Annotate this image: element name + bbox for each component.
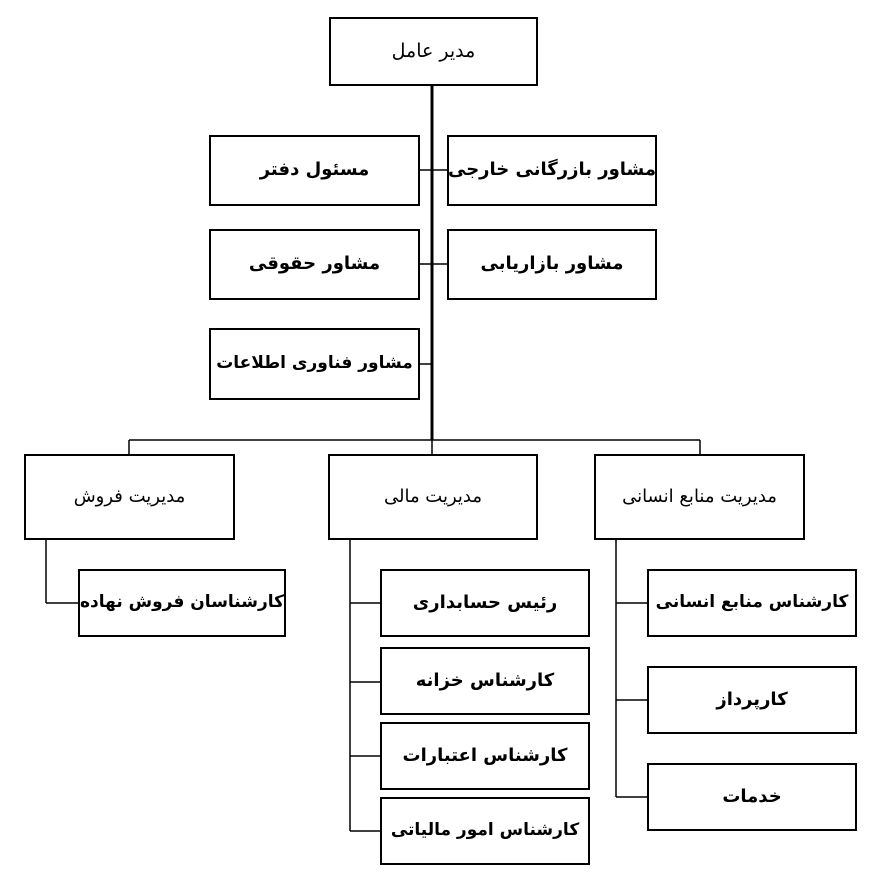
finance-department-box: مدیریت مالی: [328, 454, 538, 540]
it-advisor-box: مشاور فناوری اطلاعات: [209, 328, 420, 400]
office-manager-label: مسئول دفتر: [259, 159, 370, 181]
hr-department-label: مدیریت منابع انسانی: [622, 485, 777, 507]
finance-unit-label: رئیس حسابداری: [412, 591, 558, 613]
foreign-trade-advisor-label: مشاور بازرگانی خارجی: [447, 159, 657, 181]
hr-department-box: مدیریت منابع انسانی: [594, 454, 805, 540]
legal-advisor-box: مشاور حقوقی: [209, 229, 420, 300]
hr-unit-box: خدمات: [647, 763, 857, 831]
hr-unit-box: کارپرداز: [647, 666, 857, 734]
hr-unit-label: خدمات: [722, 785, 782, 807]
marketing-advisor-label: مشاور بازاریابی: [480, 253, 624, 275]
legal-advisor-label: مشاور حقوقی: [248, 253, 381, 275]
office-manager-box: مسئول دفتر: [209, 135, 420, 206]
sales-department-label: مدیریت فروش: [73, 485, 186, 507]
ceo-box: مدیر عامل: [329, 17, 538, 86]
hr-unit-label: کارپرداز: [716, 688, 788, 710]
foreign-trade-advisor-box: مشاور بازرگانی خارجی: [447, 135, 657, 206]
finance-unit-label: کارشناس اعتبارات: [402, 744, 568, 766]
finance-unit-box: کارشناس اعتبارات: [380, 722, 590, 790]
ceo-label: مدیر عامل: [391, 39, 476, 62]
sales-unit-label: کارشناسان فروش نهاده: [79, 592, 285, 613]
finance-unit-box: کارشناس خزانه: [380, 647, 590, 715]
hr-unit-label: کارشناس منابع انسانی: [655, 592, 849, 613]
hr-unit-box: کارشناس منابع انسانی: [647, 569, 857, 637]
finance-unit-label: کارشناس خزانه: [415, 669, 555, 691]
sales-department-box: مدیریت فروش: [24, 454, 235, 540]
finance-unit-box: رئیس حسابداری: [380, 569, 590, 637]
marketing-advisor-box: مشاور بازاریابی: [447, 229, 657, 300]
finance-department-label: مدیریت مالی: [383, 485, 483, 507]
it-advisor-label: مشاور فناوری اطلاعات: [216, 353, 413, 374]
finance-unit-box: کارشناس امور مالیاتی: [380, 797, 590, 865]
sales-unit-box: کارشناسان فروش نهاده: [78, 569, 286, 637]
finance-unit-label: کارشناس امور مالیاتی: [390, 820, 580, 841]
